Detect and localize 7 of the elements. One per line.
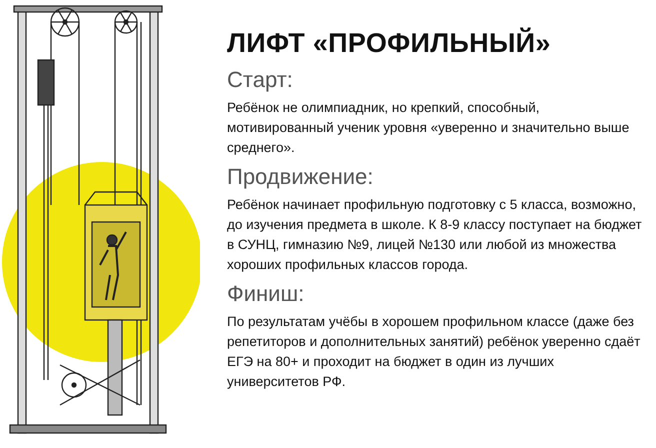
section-heading: Старт: (227, 67, 294, 93)
section-heading: Финиш: (227, 281, 306, 307)
section-text: Ребёнок не олимпиадник, но крепкий, способный, мотивированный ученик уровня «уверенно и значительно выше среднего». (227, 99, 630, 157)
section-text: По результатам учёбы в хорошем профильном классе (даже без репетиторов и дополнительных занятий) ребёнок уверенно сдаёт ЕГЭ на 80+ и проходит на бюджет в один из лучших университетов РФ. (227, 313, 642, 391)
section-text: Ребёнок начинает профильную подготовку с 5 класса, возможно, до изучения предмета в школе. К 8-9 классу поступает на бюджет в СУНЦ, гимназию №9, лицей №130 или любой из множества хороших профильных классов города. (227, 196, 643, 274)
section-heading: Продвижение: (227, 164, 374, 190)
title: ЛИФТ «ПРОФИЛЬНЫЙ» (227, 28, 552, 59)
